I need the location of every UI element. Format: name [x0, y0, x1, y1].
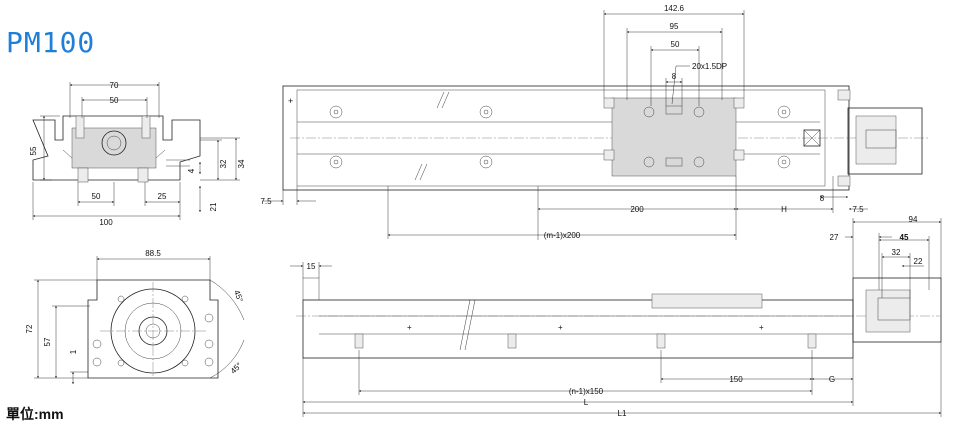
dim-200: 200	[630, 205, 644, 214]
tap-callout: 20x1.5DP	[692, 62, 727, 71]
dim-right-7-5: 7.5	[852, 205, 864, 214]
dim-top-50: 50	[671, 40, 680, 49]
svg-text:+: +	[759, 323, 764, 332]
dim-32: 32	[219, 159, 228, 168]
dim-70: 70	[110, 81, 119, 90]
dim-34: 34	[237, 159, 246, 168]
dim-15: 15	[307, 262, 316, 271]
dim-55: 55	[29, 146, 38, 155]
dim-H: H	[781, 205, 787, 214]
dim-n1x150: (n-1)x150	[569, 387, 604, 396]
dim-top-8b: 8	[820, 194, 825, 203]
dim-50: 50	[110, 96, 119, 105]
dim-4: 4	[187, 168, 196, 173]
front-view-dimensions: 70 50 55 4 32 34 21 50 25 100	[29, 81, 246, 227]
dim-150: 150	[729, 375, 743, 384]
model-title: PM100	[6, 26, 96, 59]
dim-100: 100	[99, 218, 113, 227]
svg-text:+: +	[407, 323, 412, 332]
dim-57: 57	[43, 337, 52, 346]
dim-L: L	[584, 398, 589, 407]
dim-95: 95	[670, 22, 679, 31]
svg-text:+: +	[558, 323, 563, 332]
dim-27: 27	[830, 233, 839, 242]
motor-dimensions: 94 27 45 32 22	[830, 215, 942, 298]
dim-21: 21	[209, 202, 218, 211]
svg-text:+: +	[288, 96, 293, 106]
side-view: + + +	[296, 277, 942, 359]
dim-motor-45: 45	[900, 233, 909, 242]
dim-G: G	[829, 375, 835, 384]
dim-L1: L1	[618, 409, 627, 418]
dim-94: 94	[909, 215, 918, 224]
side-view-dimensions: 15 150 G (n-1)x150 L L1	[290, 262, 942, 418]
dim-88-5: 88.5	[145, 249, 161, 258]
front-section-view	[32, 115, 201, 183]
dim-m1x200: (m-1)x200	[544, 231, 581, 240]
dim-motor-32: 32	[892, 248, 901, 257]
dim-bottom-50: 50	[92, 192, 101, 201]
dim-bottom-25: 25	[158, 192, 167, 201]
dim-72: 72	[25, 324, 34, 333]
angle-45-bottom: 45°	[229, 361, 244, 376]
dim-1: 1	[69, 349, 78, 354]
dim-142-6: 142.6	[664, 4, 685, 13]
unit-label: 單位:mm	[6, 406, 64, 422]
dim-left-7-5: 7.5	[260, 197, 272, 206]
end-view	[87, 279, 245, 379]
top-view-dimensions: 142.6 95 50 8 20x1.5DP 7.5 200 H 8 7.5 (…	[260, 4, 868, 240]
end-view-dimensions: 88.5 72 57 1 45° 45°	[25, 249, 245, 385]
top-view: +	[282, 85, 930, 191]
dim-motor-22: 22	[914, 257, 923, 266]
dim-top-8: 8	[672, 72, 677, 81]
angle-45-top: 45°	[232, 289, 245, 303]
